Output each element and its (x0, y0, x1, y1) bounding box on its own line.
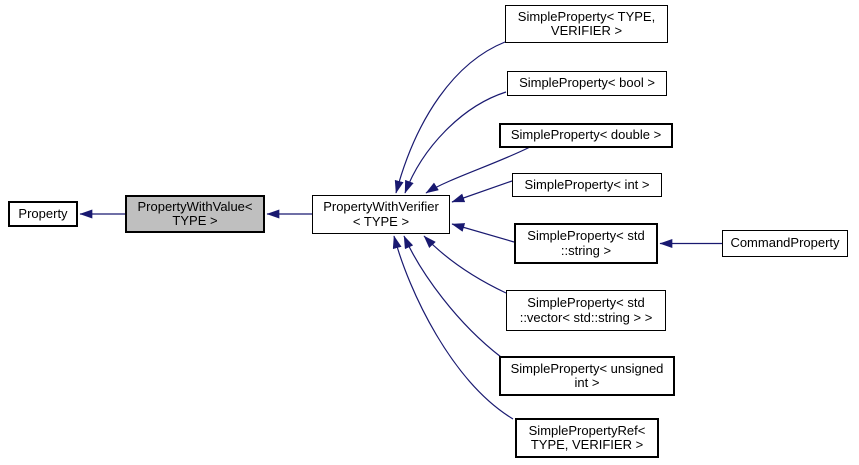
node-label: SimpleProperty< bool > (519, 75, 655, 91)
node-property[interactable]: Property (8, 201, 78, 227)
node-simple-property-std-vector[interactable]: SimpleProperty< std ::vector< std::strin… (506, 290, 666, 331)
node-simple-property-unsigned-int[interactable]: SimpleProperty< unsigned int > (499, 356, 675, 396)
node-label: TYPE > (172, 213, 218, 228)
edge-ref-to-verifier (392, 235, 514, 420)
node-label: PropertyWithValue< (137, 198, 253, 214)
node-property-with-value[interactable]: PropertyWithValue< TYPE > (125, 195, 265, 233)
edge-bool-to-verifier (404, 91, 507, 194)
node-label: Property (18, 205, 68, 221)
node-label: ::vector< std::string > > (519, 309, 653, 325)
node-label: SimpleProperty< std (527, 295, 645, 310)
node-simple-property-std-string[interactable]: SimpleProperty< std ::string > (514, 223, 658, 264)
edge-string-to-verifier (451, 223, 515, 243)
edge-int-to-verifier (451, 180, 513, 203)
node-label: ::string > (560, 242, 612, 258)
node-label: SimpleProperty< TYPE, (517, 8, 656, 24)
node-simple-property-bool[interactable]: SimpleProperty< bool > (507, 71, 667, 96)
node-simple-property-int[interactable]: SimpleProperty< int > (512, 173, 662, 197)
node-simple-property-ref[interactable]: SimplePropertyRef< TYPE, VERIFIER > (515, 418, 659, 458)
node-label: SimplePropertyRef< (528, 422, 646, 438)
edge-vector-to-verifier (423, 235, 507, 294)
node-label: VERIFIER > (550, 23, 623, 38)
edge-type-verifier-to-verifier (394, 41, 506, 194)
node-label: SimpleProperty< unsigned (510, 360, 664, 376)
node-label: CommandProperty (730, 235, 840, 251)
node-label: int > (574, 375, 600, 390)
edge-unsigned-to-verifier (403, 235, 502, 358)
node-simple-property-double[interactable]: SimpleProperty< double > (499, 123, 673, 148)
node-label: SimpleProperty< int > (524, 176, 650, 192)
node-label: SimpleProperty< std (527, 228, 645, 243)
node-label: < TYPE > (352, 213, 410, 229)
node-property-with-verifier[interactable]: PropertyWithVerifier < TYPE > (312, 195, 450, 234)
node-label: TYPE, VERIFIER > (530, 437, 644, 452)
node-command-property[interactable]: CommandProperty (722, 230, 848, 257)
node-label: SimpleProperty< double > (510, 127, 662, 143)
edge-double-to-verifier (425, 146, 531, 194)
node-simple-property-type-verifier[interactable]: SimpleProperty< TYPE, VERIFIER > (505, 5, 668, 43)
node-label: PropertyWithVerifier (323, 199, 439, 214)
